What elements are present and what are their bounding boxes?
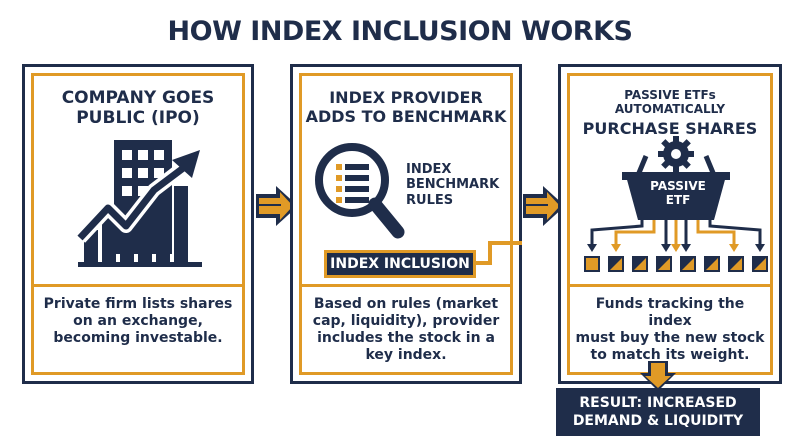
step-heading-line: INDEX PROVIDER [329,88,483,107]
step-heading-line: PUBLIC (IPO) [76,108,200,129]
panel-frame: INDEX PROVIDER ADDS TO BENCHMARK INDEX B… [299,73,522,375]
right-arrow-icon [523,186,565,226]
index-inclusion-tag: INDEX INCLUSION [324,250,476,278]
panel-divider [570,284,770,287]
step-panel-passive-etfs: PASSIVE ETFs AUTOMATICALLY PURCHASE SHAR… [558,64,782,384]
rules-label-line: RULES [406,192,454,208]
step-description-line: becoming investable. [53,330,223,347]
step-heading-line: PASSIVE ETFs AUTOMATICALLY [614,88,726,117]
step-heading-line: COMPANY GOES [61,88,215,108]
step-description-line: on an exchange, [73,313,203,330]
step-description-line: cap, liquidity), provider [312,313,500,330]
basket-label: PASSIVE ETF [638,179,718,208]
result-line: DEMAND & LIQUIDITY [572,412,744,429]
result-box: RESULT: INCREASED DEMAND & LIQUIDITY [556,388,760,436]
panel-frame: PASSIVE ETFs AUTOMATICALLY PURCHASE SHAR… [567,73,773,375]
basket-gear-icon [584,136,768,272]
result-line: RESULT: INCREASED [579,395,737,411]
magnifier-list-icon [315,143,405,239]
page-title: HOW INDEX INCLUSION WORKS [167,16,633,47]
building-growth-chart-icon [74,140,202,267]
step-panel-ipo: COMPANY GOES PUBLIC (IPO) [22,64,254,384]
step-description-line: Funds tracking the index [595,296,745,330]
step-heading-line: ADDS TO BENCHMARK [305,107,507,127]
step-heading: PASSIVE ETFs AUTOMATICALLY PURCHASE SHAR… [570,88,770,138]
step-description: Private firm lists shares on an exchange… [38,296,238,347]
rules-label-line: BENCHMARK [406,177,500,193]
step-description-line: must buy the new stock [575,330,765,347]
basket-label-line: PASSIVE [650,179,706,193]
right-arrow-icon [256,186,298,226]
down-arrow-icon [640,361,676,391]
step-description-line: includes the stock in a [317,330,495,347]
rules-label-line: INDEX [406,162,452,177]
step-heading-line: PURCHASE SHARES [582,118,758,138]
step-heading: INDEX PROVIDER ADDS TO BENCHMARK [302,88,510,126]
rules-label: INDEX BENCHMARK RULES [406,162,499,208]
step-description-line: Based on rules (market [313,296,499,312]
step-description-line: to match its weight. [590,347,750,364]
panel-divider [34,284,242,287]
panel-divider [302,284,510,287]
panel-frame: COMPANY GOES PUBLIC (IPO) [31,73,245,375]
connector-line [462,241,522,265]
step-description-line: Private firm lists shares [43,296,233,312]
step-panel-index-provider: INDEX PROVIDER ADDS TO BENCHMARK INDEX B… [290,64,522,384]
step-description: Funds tracking the index must buy the ne… [574,296,766,364]
step-description-line: key index. [365,347,447,364]
basket-label-line: ETF [665,192,691,207]
step-description: Based on rules (market cap, liquidity), … [306,296,506,364]
step-heading: COMPANY GOES PUBLIC (IPO) [34,88,242,129]
